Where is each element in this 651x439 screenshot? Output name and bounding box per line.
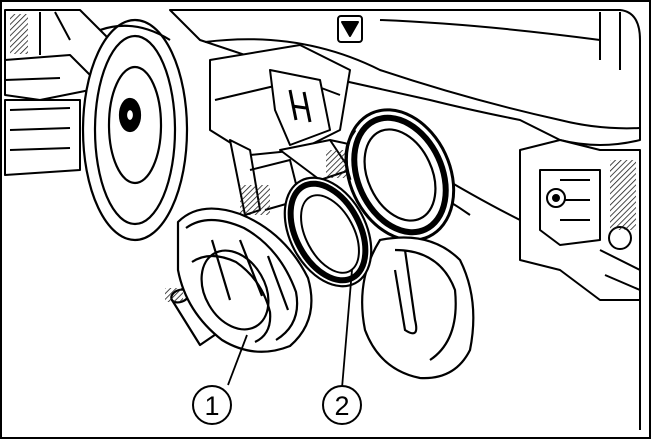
callout-2-circle <box>322 385 362 425</box>
callout-1-label: 1 <box>204 391 219 421</box>
rear-wheel <box>361 236 475 380</box>
seal-ring-part-2 <box>283 176 373 288</box>
callout-1-circle <box>192 385 232 425</box>
tank-outlet <box>344 108 456 242</box>
callout-2: 2 <box>322 269 362 425</box>
cap-part-1 <box>165 207 313 353</box>
callout-1-leader <box>227 334 248 386</box>
callout-1: 1 <box>192 334 248 425</box>
callout-2-leader <box>341 269 353 389</box>
left-wheel <box>81 18 189 242</box>
callout-2-label: 2 <box>334 391 349 421</box>
machine-body <box>4 9 641 430</box>
